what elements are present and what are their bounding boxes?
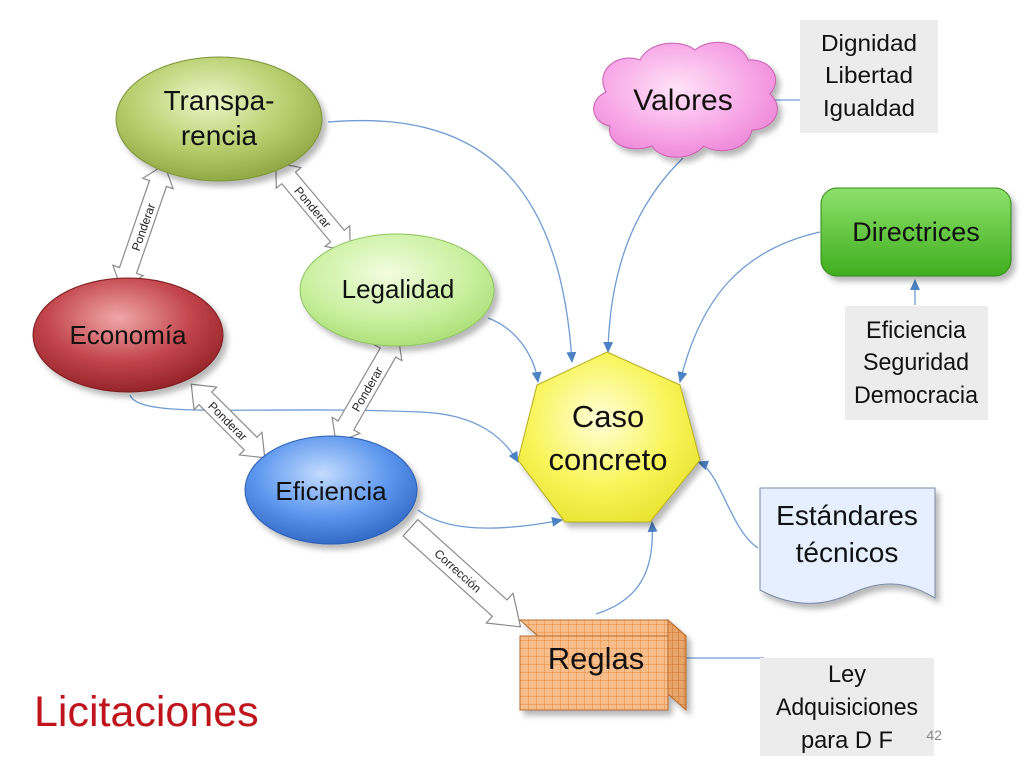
node-economia — [32, 277, 224, 393]
node-valores — [593, 41, 778, 158]
correccion-arrow: Corrección — [402, 518, 522, 628]
node-reglas — [518, 618, 688, 712]
note-reglas-line-2: Adquisiciones — [776, 694, 918, 721]
node-caso-label-2: concreto — [549, 442, 668, 477]
slide-title: Licitaciones — [34, 688, 259, 736]
note-valores-line-1: Dignidad — [821, 30, 917, 56]
connector-lines — [129, 119, 821, 615]
node-estandares-label-1: Estándares — [776, 500, 918, 531]
node-economia-label: Economía — [69, 320, 187, 350]
note-valores-line-3: Igualdad — [823, 95, 915, 121]
note-valores-line-2: Libertad — [825, 62, 913, 88]
node-legalidad — [299, 233, 495, 347]
node-transparencia — [115, 56, 323, 182]
connector-reglas-caso — [595, 521, 658, 615]
node-directrices-label: Directrices — [852, 217, 980, 247]
node-valores-label: Valores — [633, 84, 733, 117]
note-directrices: Eficiencia Seguridad Democracia — [845, 306, 988, 420]
note-reglas-line-3: para D F — [801, 727, 893, 754]
note-valores: Dignidad Libertad Igualdad — [800, 20, 938, 133]
connector-estandares-caso — [697, 460, 759, 549]
page-number: 42 — [926, 727, 942, 743]
node-legalidad-label: Legalidad — [342, 274, 455, 304]
node-caso-label-1: Caso — [572, 399, 644, 434]
node-eficiencia-label: Eficiencia — [275, 476, 387, 506]
connector-transparencia-caso — [327, 119, 577, 363]
ponderar-label-4: Ponderar — [205, 399, 250, 444]
note-directrices-line-2: Seguridad — [863, 349, 969, 376]
note-reglas-line-1: Ley — [828, 661, 866, 688]
node-eficiencia — [244, 435, 418, 545]
node-reglas-label: Reglas — [548, 641, 645, 676]
connector-eficiencia-caso — [417, 509, 563, 529]
ponderar-label-2: Ponderar — [291, 184, 333, 231]
connector-legalidad-caso — [487, 317, 542, 383]
note-directrices-line-3: Democracia — [854, 382, 979, 409]
ponderar-arrow-economia-eficiencia: Ponderar — [190, 383, 266, 459]
node-estandares — [759, 487, 936, 604]
note-reglas: Ley Adquisiciones para D F — [760, 658, 934, 756]
correccion-label: Corrección — [431, 546, 483, 595]
node-transparencia-label-2: rencia — [181, 120, 258, 151]
note-directrices-line-1: Eficiencia — [866, 317, 967, 344]
connector-directrices-caso — [677, 231, 821, 383]
connector-valores-caso — [603, 157, 684, 353]
node-transparencia-label-1: Transpa- — [163, 85, 274, 116]
node-caso-concreto — [517, 351, 701, 523]
node-directrices — [820, 187, 1012, 277]
node-estandares-label-2: técnicos — [796, 537, 899, 568]
ponderar-arrow-trans-economia: Ponderar — [111, 163, 175, 291]
